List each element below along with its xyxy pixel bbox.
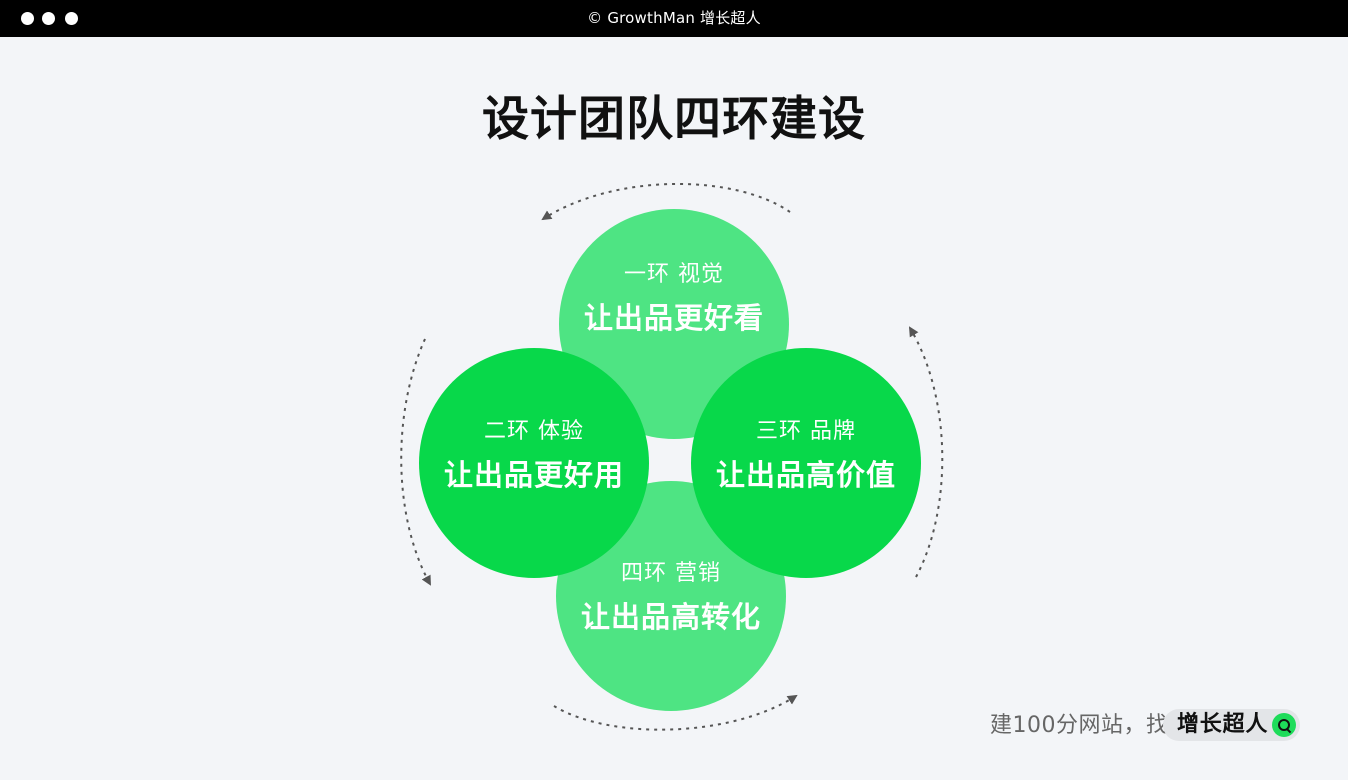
ring-label-visual: 一环 视觉 让出品更好看 [559, 260, 789, 336]
ring-label-experience: 二环 体验 让出品更好用 [419, 417, 649, 493]
ring-title: 四环 营销 [621, 561, 721, 586]
ring-goal: 让出品高转化 [580, 600, 761, 634]
cycle-arrow-bottom [553, 694, 798, 731]
ring-title: 一环 视觉 [624, 262, 724, 287]
ring-goal: 让出品高价值 [715, 458, 896, 492]
footer-promo-text: 建100分网站，找 [990, 713, 1169, 738]
cycle-arrow-right [908, 326, 944, 578]
ring-title: 二环 体验 [484, 419, 584, 444]
page-title: 设计团队四环建设 [482, 92, 866, 147]
brand-search-label: 增长超人 [1177, 712, 1269, 737]
window-title-bar: © GrowthMan 增长超人 [0, 0, 1348, 37]
ring-title: 三环 品牌 [756, 419, 856, 444]
cycle-arrow-top [541, 182, 791, 221]
ring-goal: 让出品更好看 [583, 301, 764, 335]
ring-goal: 让出品更好用 [443, 458, 624, 492]
ring-circle-brand [691, 348, 921, 578]
search-icon[interactable] [1272, 713, 1296, 737]
window-control-dot[interactable] [21, 12, 34, 25]
window-control-dot[interactable] [65, 12, 78, 25]
ring-circle-experience [419, 348, 649, 578]
ring-label-brand: 三环 品牌 让出品高价值 [691, 417, 921, 493]
window-control-dot[interactable] [42, 12, 55, 25]
ring-label-marketing: 四环 营销 让出品高转化 [556, 559, 786, 635]
brand-search-pill[interactable]: 增长超人 [1163, 709, 1300, 741]
window-title: © GrowthMan 增长超人 [587, 9, 761, 27]
